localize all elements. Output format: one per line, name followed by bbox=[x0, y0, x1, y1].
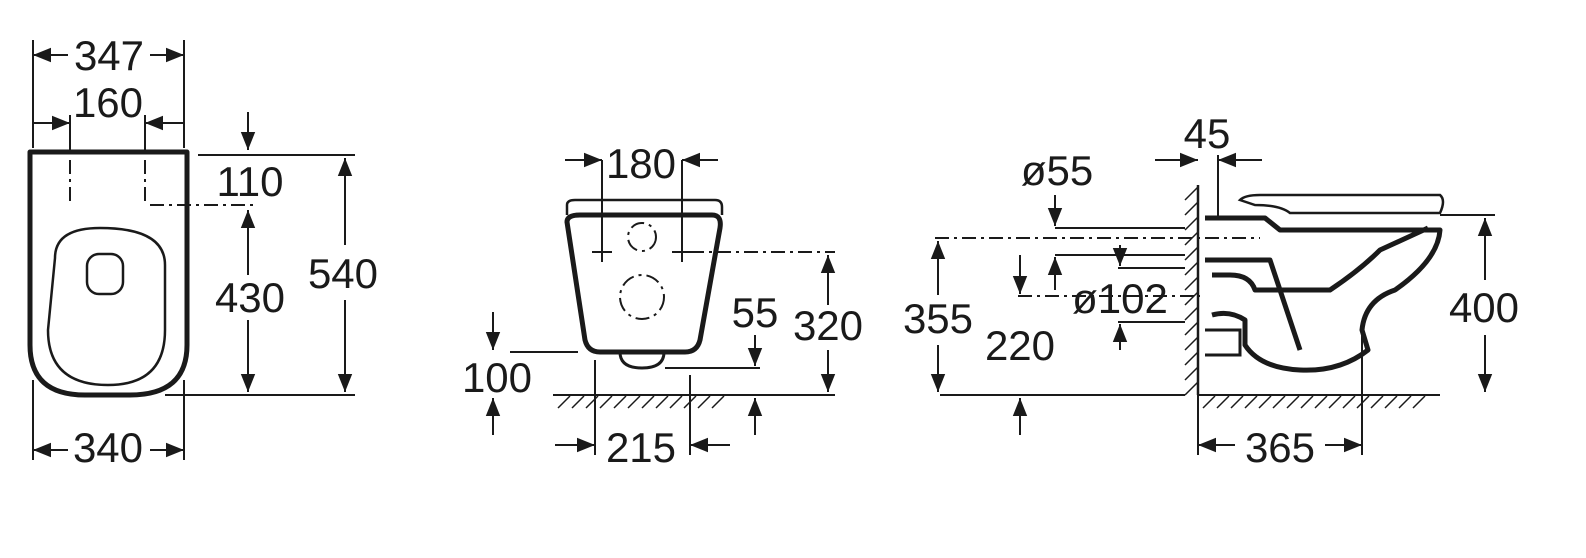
dim-depth: 540 bbox=[308, 250, 378, 297]
dim-fixing-height: 430 bbox=[215, 274, 285, 321]
dim-projection: 365 bbox=[1245, 424, 1315, 471]
dim-outlet-height-side: 220 bbox=[985, 322, 1055, 369]
dim-inlet-height: 355 bbox=[903, 295, 973, 342]
front-view: 347 160 110 430 540 340 bbox=[27, 32, 378, 471]
rear-view: 180 55 320 100 215 bbox=[462, 140, 863, 471]
dim-bowl-height: 400 bbox=[1449, 284, 1519, 331]
dim-outlet-height: 55 bbox=[732, 289, 779, 336]
drain-hole bbox=[85, 252, 125, 296]
dim-width-top: 347 bbox=[74, 32, 144, 79]
dim-fixing-from-top: 110 bbox=[217, 158, 284, 205]
side-view: ø55 45 355 220 ø102 400 365 bbox=[903, 110, 1519, 471]
dim-fixing-spacing: 160 bbox=[73, 79, 143, 126]
seat-lid bbox=[1237, 193, 1445, 215]
dim-width-bottom: 340 bbox=[73, 424, 143, 471]
dim-rear-fixing-spacing: 180 bbox=[606, 140, 676, 187]
dim-floor-clearance: 100 bbox=[462, 354, 532, 401]
floor-hatch bbox=[557, 395, 725, 409]
seat-opening bbox=[46, 226, 167, 387]
bowl-outline bbox=[27, 149, 190, 398]
dim-inlet-diameter: ø55 bbox=[1021, 147, 1093, 194]
dim-outlet-diameter: ø102 bbox=[1072, 275, 1168, 322]
dim-rear-fixing-height: 320 bbox=[793, 302, 863, 349]
side-bowl-profile bbox=[1205, 215, 1443, 373]
dim-wall-offset: 45 bbox=[1184, 110, 1231, 157]
rear-bowl-outline bbox=[564, 212, 723, 355]
dim-outlet-width: 215 bbox=[606, 424, 676, 471]
